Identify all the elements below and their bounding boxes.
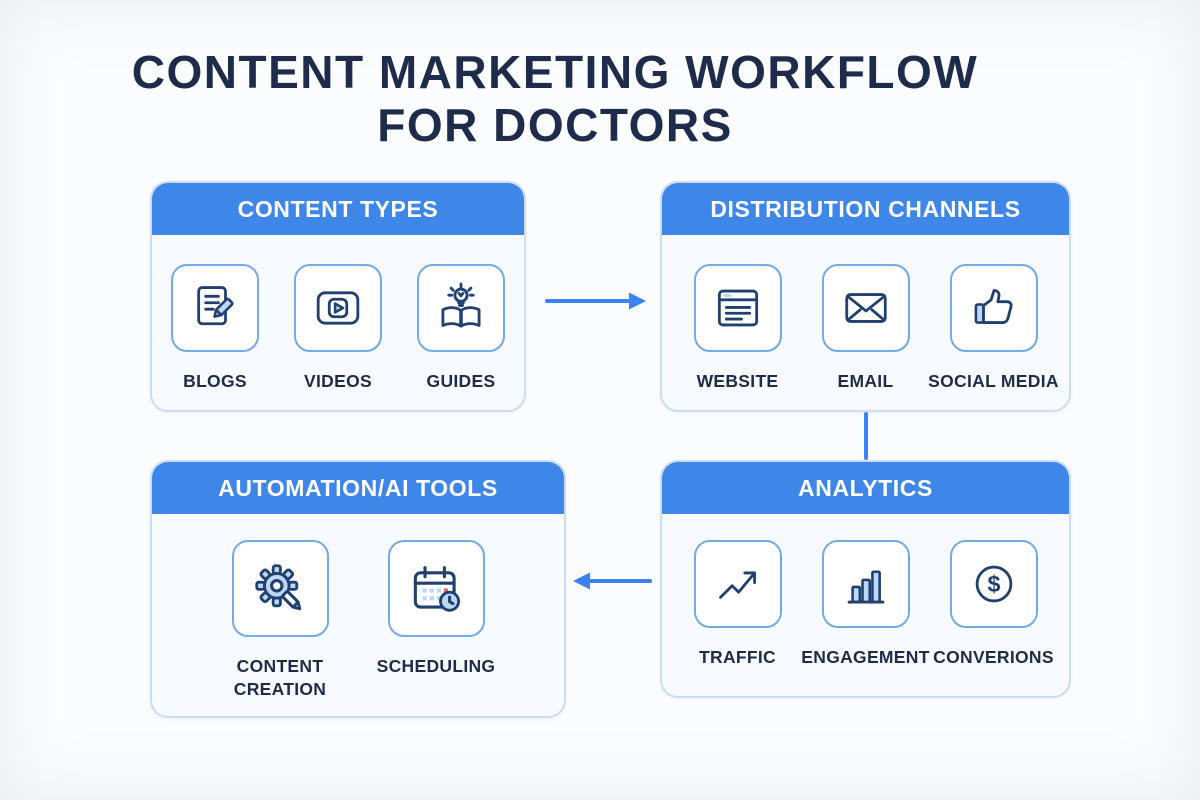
- card-automation-ai-tools-body: CONTENT CREATION: [152, 514, 564, 701]
- gear-pencil-icon: [255, 563, 302, 610]
- arrow-analytics-to-automation: [573, 572, 652, 590]
- item-label: SOCIAL MEDIA: [928, 371, 1059, 391]
- website-browser-icon: [717, 289, 758, 327]
- card-content-types: CONTENT TYPES BLOGS: [150, 181, 526, 412]
- item-label: WEBSITE: [696, 371, 779, 391]
- title-line-1: CONTENT MARKETING WORKFLOW: [131, 46, 979, 98]
- website-tile: [693, 264, 782, 352]
- item-label: CONTENT CREATION: [233, 656, 327, 699]
- dollar-coin-icon: $: [975, 565, 1012, 603]
- scheduling-tile: [387, 540, 485, 637]
- content-creation-tile: [231, 540, 329, 637]
- item-label: EMAIL: [837, 371, 894, 391]
- card-content-types-header: CONTENT TYPES: [152, 183, 524, 235]
- card-analytics-body: TRAFFIC ENGAGEMENT $: [662, 514, 1069, 669]
- card-automation-ai-tools-header: AUTOMATION/AI TOOLS: [152, 462, 564, 514]
- item-email: EMAIL: [818, 264, 914, 393]
- item-label: CONVERIONS: [933, 647, 1054, 667]
- item-website: WEBSITE: [690, 264, 786, 393]
- item-label: SCHEDULING: [376, 656, 496, 676]
- email-envelope-icon: [844, 293, 887, 323]
- engagement-tile: [821, 540, 910, 628]
- trend-arrow-icon: [718, 571, 756, 599]
- item-label: GUIDES: [426, 371, 496, 391]
- arrow-content-to-distribution: [545, 292, 646, 310]
- card-content-types-body: BLOGS VIDEOS: [152, 235, 524, 393]
- video-player-icon: [316, 291, 360, 325]
- item-label: TRAFFIC: [699, 647, 776, 667]
- item-videos: VIDEOS: [290, 264, 386, 393]
- title-line-2: FOR DOCTORS: [377, 99, 733, 152]
- email-tile: [821, 264, 910, 352]
- item-content-creation: CONTENT CREATION: [205, 540, 355, 701]
- thumbs-up-icon: [974, 289, 1013, 324]
- bar-chart-icon: [847, 570, 884, 604]
- item-label: VIDEOS: [304, 371, 372, 391]
- traffic-tile: [693, 540, 782, 628]
- videos-tile: [294, 264, 382, 352]
- page-title: CONTENT MARKETING WORKFLOW FOR DOCTORS: [105, 46, 1005, 153]
- item-guides: GUIDES: [413, 264, 509, 393]
- card-distribution-channels-header: DISTRIBUTION CHANNELS: [662, 183, 1069, 235]
- item-scheduling: SCHEDULING: [361, 540, 511, 701]
- blogs-tile: [171, 264, 259, 352]
- blog-document-icon: [197, 286, 234, 326]
- card-analytics-header: ANALYTICS: [662, 462, 1069, 514]
- item-engagement: ENGAGEMENT: [801, 540, 929, 669]
- item-label: ENGAGEMENT: [801, 647, 930, 667]
- guide-book-icon: [441, 282, 481, 328]
- calendar-clock-icon: [413, 565, 461, 612]
- social-media-tile: [949, 264, 1038, 352]
- item-blogs: BLOGS: [167, 264, 263, 393]
- item-traffic: TRAFFIC: [690, 540, 786, 669]
- svg-text:$: $: [987, 571, 1000, 597]
- card-automation-ai-tools: AUTOMATION/AI TOOLS: [150, 460, 566, 718]
- item-label: BLOGS: [183, 371, 247, 391]
- item-conversions: $ CONVERIONS: [933, 540, 1054, 669]
- item-social-media: SOCIAL MEDIA: [928, 264, 1059, 393]
- card-distribution-channels: DISTRIBUTION CHANNELS WEBSITE: [660, 181, 1071, 412]
- guides-tile: [417, 264, 505, 352]
- card-distribution-channels-body: WEBSITE EMAIL: [662, 235, 1069, 393]
- card-analytics: ANALYTICS TRAFFIC: [660, 460, 1071, 698]
- conversions-tile: $: [949, 540, 1038, 628]
